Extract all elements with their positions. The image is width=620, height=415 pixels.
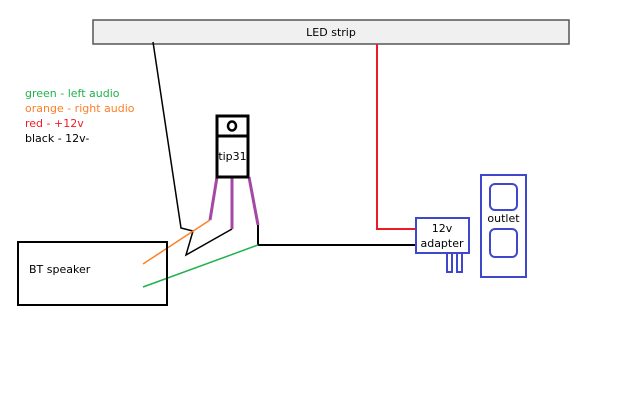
legend-black: black - 12v-: [25, 132, 89, 145]
wall-outlet: outlet: [480, 174, 527, 278]
transistor-body: [215, 134, 250, 179]
transistor-label: tip31: [218, 150, 246, 163]
led-strip-label: LED strip: [306, 26, 356, 39]
adapter-label-2: adapter: [420, 237, 464, 250]
transistor-mount-hole: [226, 120, 238, 132]
legend-red: red - +12v: [25, 117, 84, 130]
adapter-prong: [446, 252, 453, 273]
legend-green: green - left audio: [25, 87, 120, 100]
bt-speaker-label: BT speaker: [29, 263, 91, 276]
bt-speaker: BT speaker: [17, 241, 168, 306]
transistor-leg-emitter: [247, 176, 260, 226]
transistor-leg-base: [208, 176, 219, 221]
adapter-label-1: 12v: [432, 222, 453, 235]
transistor-tip31: tip31: [208, 114, 260, 229]
transistor-tab: [215, 114, 250, 138]
12v-adapter: 12v adapter: [415, 217, 470, 273]
outlet-label: outlet: [487, 212, 520, 225]
wire-red-12v: [376, 44, 416, 230]
outlet-socket-top: [489, 183, 518, 211]
adapter-prong: [456, 252, 463, 273]
wire-green-left-audio: [142, 244, 259, 288]
led-strip: LED strip: [92, 19, 570, 45]
legend: green - left audio orange - right audio …: [25, 87, 135, 145]
outlet-socket-bottom: [489, 228, 518, 258]
wire-orange-right-audio: [142, 219, 211, 265]
legend-orange: orange - right audio: [25, 102, 135, 115]
